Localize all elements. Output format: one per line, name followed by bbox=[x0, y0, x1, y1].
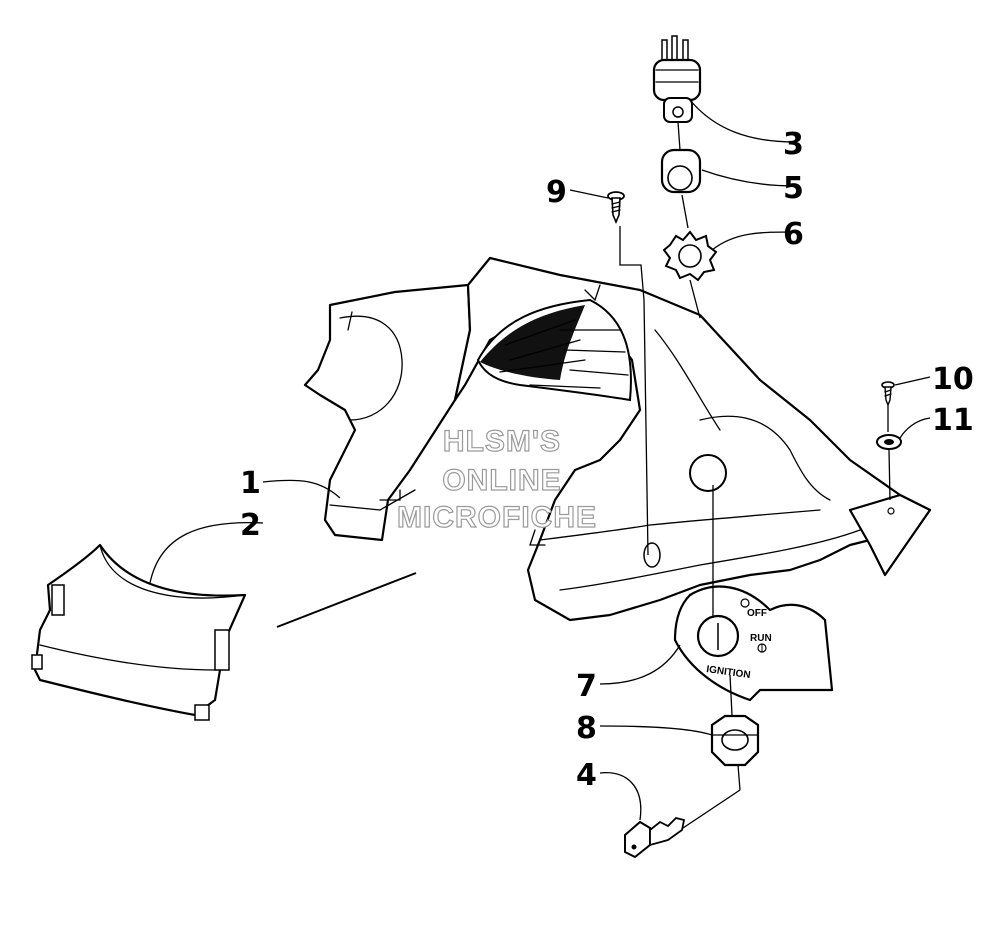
alignment-line bbox=[276, 572, 417, 628]
callout-4: 4 bbox=[576, 758, 597, 793]
screw-10 bbox=[881, 381, 895, 407]
switch-component bbox=[652, 35, 702, 123]
callout-6: 6 bbox=[783, 217, 804, 252]
watermark-line-2: ONLINE bbox=[442, 464, 561, 497]
callout-8: 8 bbox=[576, 711, 597, 746]
bezel-component bbox=[660, 148, 702, 194]
callout-11: 11 bbox=[932, 403, 974, 438]
callout-5: 5 bbox=[783, 171, 804, 206]
ignition-key bbox=[624, 817, 686, 859]
star-washer bbox=[662, 230, 718, 282]
screw-9 bbox=[607, 191, 625, 225]
watermark-line-3: MICROFICHE bbox=[397, 501, 597, 534]
callout-2: 2 bbox=[240, 508, 261, 543]
left-cover bbox=[31, 543, 247, 721]
off-label: OFF bbox=[747, 608, 767, 619]
watermark-line-1: HLSM'S bbox=[443, 425, 561, 458]
ignition-panel: OFF RUN IGNITION bbox=[673, 585, 834, 702]
callout-3: 3 bbox=[783, 127, 804, 162]
hex-nut bbox=[710, 714, 760, 767]
callout-leaders bbox=[149, 99, 931, 821]
watermark: HLSM'S ONLINE MICROFICHE bbox=[396, 424, 597, 534]
callout-1: 1 bbox=[240, 466, 261, 501]
run-label: RUN bbox=[750, 633, 772, 644]
washer-11 bbox=[876, 434, 902, 450]
console-housing bbox=[303, 256, 932, 622]
callout-labels: 1 2 3 4 5 6 7 8 9 10 11 bbox=[240, 127, 974, 793]
callout-7: 7 bbox=[576, 669, 597, 704]
callout-9: 9 bbox=[546, 175, 567, 210]
callout-10: 10 bbox=[932, 362, 974, 397]
